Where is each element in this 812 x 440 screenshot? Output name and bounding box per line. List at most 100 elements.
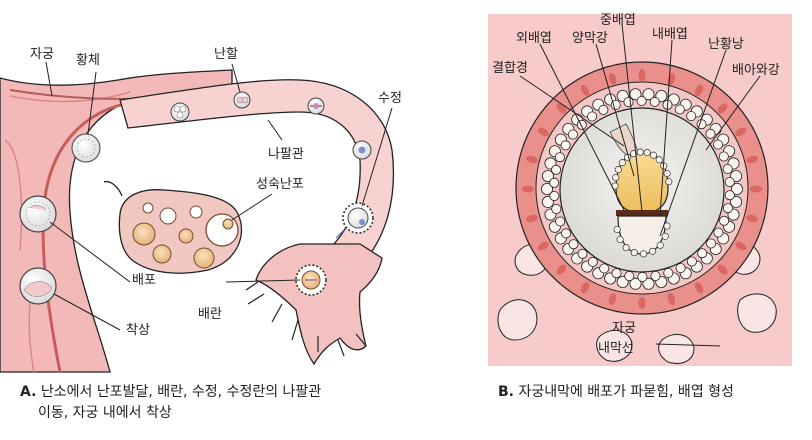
caption-b-letter: B. — [498, 384, 514, 400]
lacuna — [750, 185, 762, 193]
trophoblast-cell — [555, 216, 566, 227]
label-ovulation: 배란 — [198, 307, 222, 322]
panel-a-illustration: 자궁 황체 난할 나팔관 성숙난포 수정 배포 배란 착상 — [0, 47, 402, 373]
label-corpus-luteum: 황체 — [76, 53, 100, 68]
embryo-cell — [649, 151, 658, 159]
trophoblast-cell — [567, 129, 578, 140]
lacuna — [735, 127, 747, 137]
embryo-cell — [656, 241, 664, 249]
trophoblast-cell — [719, 215, 730, 226]
trophoblast-cell — [722, 203, 733, 214]
follicle — [178, 228, 194, 244]
trophoblast-cell — [724, 190, 735, 201]
trophoblast-cell — [549, 190, 560, 201]
trophoblast-cell — [577, 248, 588, 259]
trophoblast-cell — [705, 128, 716, 139]
trophoblast-cell — [722, 163, 733, 174]
lacuna — [537, 241, 549, 251]
lacuna — [638, 69, 646, 81]
label-fertilization: 수정 — [378, 91, 402, 106]
label-blastocyst: 배포 — [132, 273, 156, 288]
trophoblast-cell — [587, 256, 598, 267]
lacuna — [556, 264, 567, 275]
trophoblast-cell — [551, 203, 562, 214]
trophoblast-cell — [724, 176, 735, 187]
trophoblast-cell — [730, 195, 743, 208]
ovary-ligament — [103, 180, 123, 197]
trophoblast-cell — [713, 227, 724, 238]
follicle — [132, 222, 156, 246]
panel-b-leader-lines — [519, 23, 761, 347]
panel-b-illustration: 결합경 외배엽 양막강 중배엽 내배엽 난황낭 배아와강 자궁 내막선 — [488, 13, 792, 366]
embryo-cell — [640, 250, 648, 258]
lacuna — [580, 84, 590, 96]
ovulated-egg — [295, 264, 327, 296]
embryonic-disc — [616, 210, 668, 216]
embryo-cell — [613, 225, 621, 234]
trophoblast-cell — [611, 268, 622, 279]
fimbriae-fingers — [245, 281, 367, 357]
trophoblast-cell — [568, 239, 579, 250]
lacuna — [746, 155, 758, 164]
trophoblast-cell — [697, 248, 708, 259]
embryo-cell — [661, 232, 669, 240]
fimbriae — [255, 243, 383, 366]
lacuna — [667, 293, 676, 305]
label-implantation: 착상 — [126, 323, 150, 338]
embryo-cell — [616, 235, 624, 244]
label-uterine-gland-1: 자궁 — [612, 321, 636, 336]
trophoblast-cell — [706, 238, 717, 249]
trophoblast-cell — [554, 152, 565, 163]
trophoblast-cell — [561, 228, 572, 239]
embryo-cell — [649, 247, 657, 255]
label-ectoderm: 외배엽 — [516, 31, 552, 46]
cytotrophoblast-cells — [522, 69, 762, 309]
trophoblast-cell — [629, 277, 642, 290]
trophoblast-cell — [623, 97, 634, 108]
panel-a-leader-lines — [45, 61, 393, 331]
lacuna — [608, 73, 617, 85]
mature-follicle-egg — [222, 218, 234, 230]
lacuna — [717, 103, 728, 114]
embryo-cell — [665, 178, 673, 186]
label-uterus: 자궁 — [30, 47, 54, 62]
trophoblast-cell — [599, 263, 610, 274]
caption-a-letter: A. — [20, 384, 37, 400]
embryo-cell — [622, 244, 630, 252]
trophoblast-cell — [551, 164, 562, 175]
lacuna — [694, 84, 704, 96]
lacuna — [522, 185, 534, 193]
trophoblast-cell — [674, 104, 685, 115]
caption-a: A. 난소에서 난포발달, 배란, 수정, 수정란의 나팔관 이동, 자궁 내에… — [20, 382, 420, 424]
follicle — [142, 202, 154, 214]
label-uterine-gland-2: 내막선 — [598, 341, 634, 356]
label-endoderm: 내배엽 — [652, 27, 688, 42]
oviduct-cells — [71, 91, 372, 163]
trophoblast-cell — [650, 270, 661, 281]
trophoblast-cell — [636, 96, 647, 107]
label-connecting-stalk: 결합경 — [492, 61, 528, 76]
lacuna — [526, 214, 538, 223]
trophoblast-cell — [675, 263, 686, 274]
uterus-muscle — [4, 91, 131, 373]
blastocyst-cells — [19, 195, 57, 305]
trophoblast-cell — [642, 277, 655, 290]
trophoblast-cell — [642, 88, 655, 101]
trophoblast-cell — [663, 267, 674, 278]
embryo-cell — [643, 149, 651, 157]
trophoblast-cell — [576, 119, 587, 130]
label-mature-follicle: 성숙난포 — [256, 177, 304, 192]
caption-a-line1: 난소에서 난포발달, 배란, 수정, 수정란의 나팔관 — [40, 384, 322, 400]
trophoblast-cell — [624, 271, 635, 282]
follicle — [152, 244, 172, 264]
trophoblast-cell — [541, 182, 554, 195]
trophoblast-cell — [649, 96, 660, 107]
trophoblast-cell — [713, 139, 724, 150]
embryo-cell — [612, 173, 620, 182]
embryo-cell — [636, 148, 644, 156]
lacuna — [526, 155, 538, 164]
trophoblast-cell — [731, 182, 744, 195]
lacuna — [717, 264, 728, 275]
label-oviduct: 나팔관 — [268, 147, 304, 162]
label-cleavage: 난할 — [214, 47, 238, 62]
